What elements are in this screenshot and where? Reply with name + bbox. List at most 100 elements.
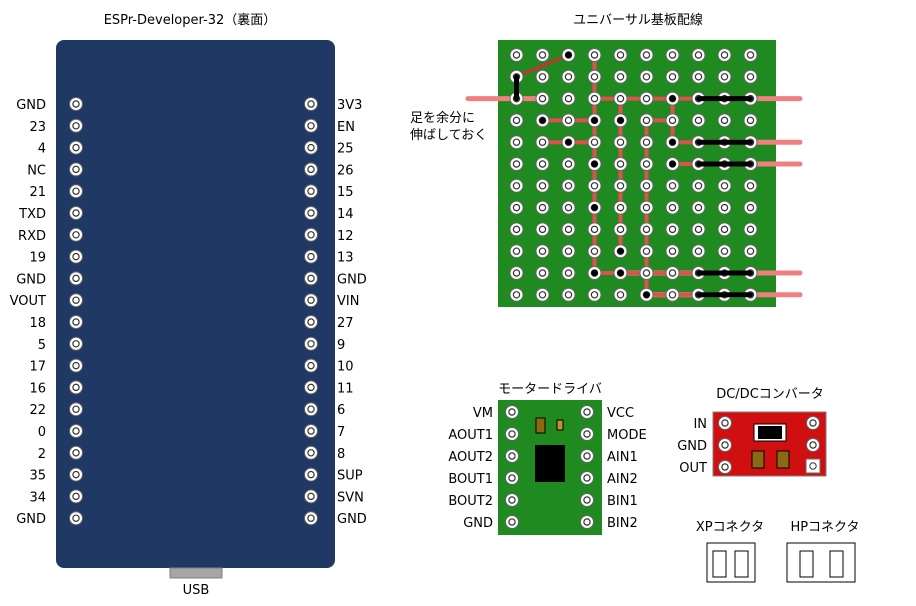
esp32-left-pin-label-10: 18 bbox=[29, 316, 46, 331]
dcdc-right-pad-0-hole bbox=[809, 419, 817, 427]
dcdc-title: DC/DCコンバータ bbox=[716, 387, 824, 402]
solder-dot-4 bbox=[617, 117, 624, 124]
proto-hole-r1-c5-hole bbox=[642, 73, 651, 81]
dcdc-left-label-0: IN bbox=[693, 417, 707, 432]
esp32-right-pad-3-hole bbox=[307, 165, 315, 174]
dcdc-left-pad-0-hole bbox=[721, 419, 729, 427]
motor-driver-right-pad-1-hole bbox=[583, 430, 591, 438]
motor-driver-left-label-4: BOUT2 bbox=[448, 494, 493, 509]
esp32-title: ESPr-Developer-32（裏面） bbox=[104, 13, 277, 28]
esp32-right-pin-label-13: 11 bbox=[337, 381, 354, 396]
proto-hole-r7-c9-hole bbox=[746, 203, 755, 212]
xp-connector: XPコネクタ bbox=[696, 520, 764, 583]
esp32-right-pad-1-hole bbox=[307, 122, 315, 130]
usb-port bbox=[169, 567, 223, 579]
motor-driver-right-pad-5-hole bbox=[583, 518, 591, 526]
proto-hole-r8-c6-hole bbox=[668, 225, 677, 234]
esp32-right-pin-label-8: GND bbox=[337, 272, 367, 287]
proto-hole-r4-c4-hole bbox=[616, 138, 625, 146]
proto-hole-r9-c8-hole bbox=[720, 247, 729, 255]
proto-hole-r9-c5-hole bbox=[642, 247, 651, 255]
proto-hole-r7-c5-hole bbox=[642, 203, 651, 212]
proto-hole-r2-c3-hole bbox=[590, 94, 599, 103]
proto-hole-r6-c4-hole bbox=[616, 182, 625, 190]
proto-hole-r6-c7-hole bbox=[694, 182, 703, 190]
solder-dot-7 bbox=[669, 160, 676, 168]
esp32-left-pad-0-hole bbox=[72, 100, 80, 108]
esp32-right-pin-label-4: 15 bbox=[337, 185, 354, 200]
esp32-right-pad-17-hole bbox=[307, 470, 315, 479]
esp32-left-pad-8-hole bbox=[72, 274, 80, 283]
esp32-right-pad-8-hole bbox=[307, 274, 315, 283]
esp32-board bbox=[56, 40, 335, 568]
proto-hole-r0-c9-hole bbox=[746, 51, 755, 59]
motor-driver-right-pad-2-hole bbox=[583, 452, 591, 460]
proto-hole-r3-c7-hole bbox=[694, 116, 703, 125]
proto-hole-r1-c8-hole bbox=[720, 73, 729, 81]
proto-hole-r11-c3-hole bbox=[590, 291, 599, 299]
proto-hole-r7-c7-hole bbox=[694, 203, 703, 212]
esp32-right-pin-label-2: 25 bbox=[337, 142, 354, 157]
proto-hole-r9-c2-hole bbox=[564, 247, 573, 255]
solder-dot-9 bbox=[617, 248, 624, 255]
proto-hole-r9-c6-hole bbox=[668, 247, 677, 255]
motor-driver-module: モータードライバ VMAOUT1AOUT2BOUT1BOUT2GNDVCCMOD… bbox=[448, 382, 647, 535]
proto-hole-r8-c0-hole bbox=[512, 225, 521, 234]
proto-hole-r6-c0-hole bbox=[512, 182, 521, 190]
motor-driver-left-pad-2-hole bbox=[508, 452, 516, 460]
proto-hole-r3-c6-hole bbox=[668, 116, 677, 125]
motor-driver-right-label-2: AIN1 bbox=[607, 450, 638, 465]
solder-dot-3 bbox=[565, 139, 572, 146]
protoboard-jumpers bbox=[514, 51, 753, 298]
esp32-right-pad-19-hole bbox=[307, 514, 315, 522]
esp32-left-pad-6-hole bbox=[72, 231, 80, 239]
esp32-right-pin-label-0: 3V3 bbox=[337, 98, 362, 113]
esp32-right-pad-15-hole bbox=[307, 427, 315, 435]
proto-hole-r2-c4-hole bbox=[616, 94, 625, 103]
esp32-right-pin-column: 3V3EN252615141213GNDVIN2791011678SUPSVNG… bbox=[304, 97, 367, 527]
proto-hole-r0-c3-hole bbox=[590, 51, 599, 59]
motor-driver-left-pad-1-hole bbox=[508, 430, 516, 438]
esp32-module: ESPr-Developer-32（裏面） USB GND234NC21TXDR… bbox=[10, 13, 367, 598]
motor-driver-left-pad-5-hole bbox=[508, 518, 516, 526]
proto-hole-r9-c0-hole bbox=[512, 247, 521, 255]
esp32-right-pad-4-hole bbox=[307, 187, 315, 195]
esp32-left-pad-12-hole bbox=[72, 361, 80, 370]
dcdc-capacitor-left bbox=[751, 450, 765, 469]
proto-hole-r8-c9-hole bbox=[746, 225, 755, 234]
esp32-right-pin-label-11: 9 bbox=[337, 338, 345, 353]
esp32-left-pin-label-17: 35 bbox=[29, 469, 46, 484]
motor-driver-left-label-5: GND bbox=[463, 516, 493, 531]
esp32-left-pin-label-2: 4 bbox=[38, 142, 46, 157]
esp32-right-pad-7-hole bbox=[307, 252, 315, 261]
esp32-right-pin-label-10: 27 bbox=[337, 316, 354, 331]
proto-hole-r5-c1-hole bbox=[538, 160, 547, 168]
esp32-right-pad-10-hole bbox=[307, 318, 315, 326]
proto-hole-r2-c1-hole bbox=[538, 94, 547, 103]
esp32-left-pad-1-hole bbox=[72, 122, 80, 130]
universal-board: ユニバーサル基板配線 足を余分に 伸ばしておく bbox=[410, 12, 803, 307]
proto-hole-r6-c2-hole bbox=[564, 182, 573, 190]
proto-hole-r1-c4-hole bbox=[616, 73, 625, 81]
esp32-right-pad-18-hole bbox=[307, 492, 315, 501]
proto-hole-r5-c4-hole bbox=[616, 160, 625, 168]
trace-diag bbox=[515, 53, 570, 79]
esp32-left-pad-19-hole bbox=[72, 514, 80, 522]
proto-hole-r11-c4-hole bbox=[616, 291, 625, 299]
proto-hole-r5-c5-hole bbox=[642, 160, 651, 168]
esp32-left-pad-5-hole bbox=[72, 209, 80, 217]
solder-dot-12 bbox=[617, 269, 624, 277]
esp32-left-pad-3-hole bbox=[72, 165, 80, 174]
protoboard-note-line2: 伸ばしておく bbox=[410, 128, 487, 143]
esp32-left-pin-label-11: 5 bbox=[38, 338, 46, 353]
proto-hole-r9-c9-hole bbox=[746, 247, 755, 255]
motor-driver-capacitor bbox=[535, 417, 546, 434]
proto-hole-r10-c6-hole bbox=[668, 269, 677, 277]
proto-hole-r9-c3-hole bbox=[590, 247, 599, 255]
proto-hole-r6-c6-hole bbox=[668, 182, 677, 190]
proto-hole-r6-c3-hole bbox=[590, 182, 599, 190]
dcdc-left-label-1: GND bbox=[677, 439, 707, 454]
protoboard-note-line1: 足を余分に bbox=[410, 110, 475, 126]
